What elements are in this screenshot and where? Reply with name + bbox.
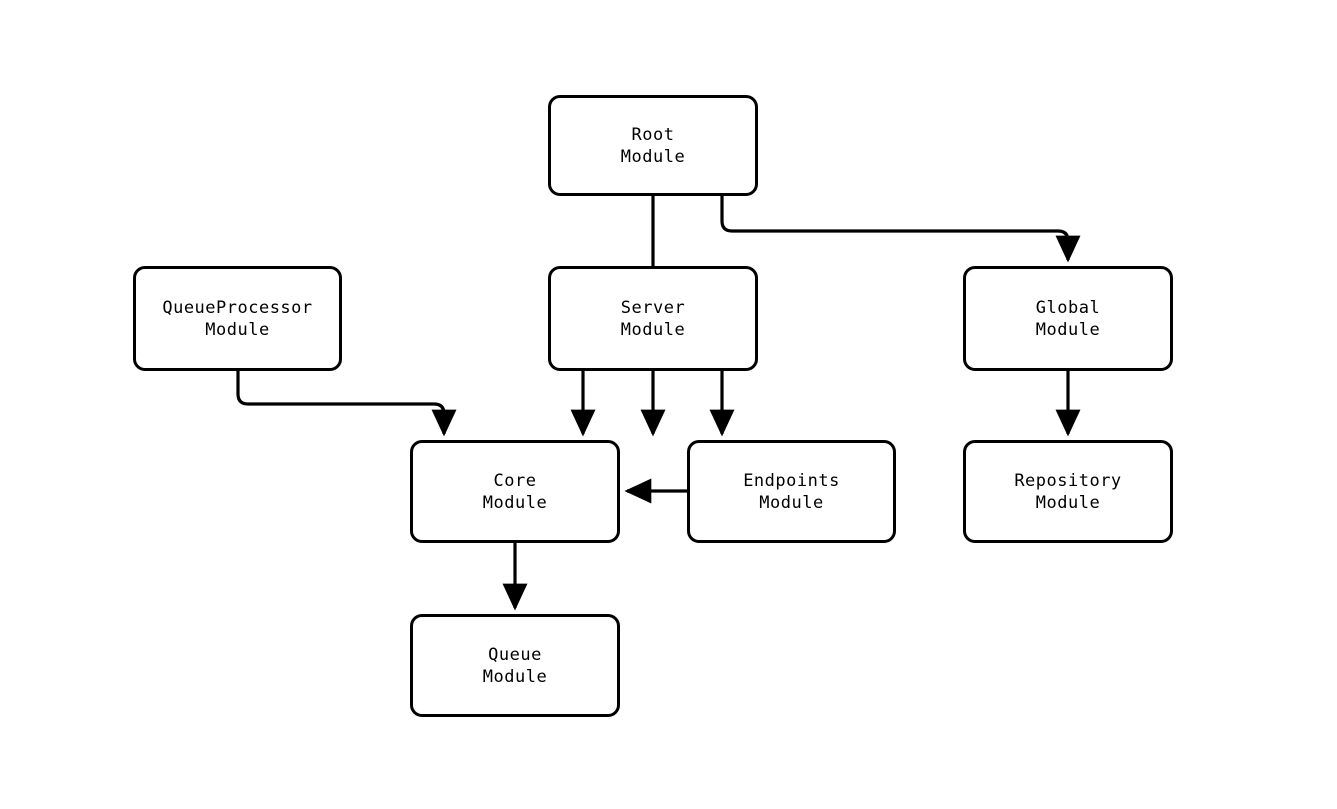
node-label-line2: Module [620, 319, 686, 340]
node-endpoints-module[interactable]: Endpoints Module [687, 440, 896, 543]
node-root-module[interactable]: Root Module [548, 95, 758, 196]
node-label-line1: Server [620, 297, 686, 318]
node-label-line1: Core [493, 470, 537, 491]
node-label-line2: Module [759, 492, 824, 513]
node-repository-module[interactable]: Repository Module [963, 440, 1173, 543]
edge-root-to-global [720, 196, 1081, 263]
node-core-module[interactable]: Core Module [410, 440, 620, 543]
node-label-line1: QueueProcessor [162, 297, 313, 318]
node-label-line2: Module [620, 146, 686, 167]
node-label-line2: Module [1035, 492, 1101, 513]
node-label-line1: Root [631, 124, 675, 145]
node-label-line1: Global [1035, 297, 1101, 318]
node-global-module[interactable]: Global Module [963, 266, 1173, 371]
node-label-line1: Endpoints [743, 470, 840, 491]
node-label-line2: Module [482, 666, 548, 687]
node-label-line2: Module [205, 319, 270, 340]
node-server-module[interactable]: Server Module [548, 266, 758, 371]
node-label-line1: Queue [488, 644, 542, 665]
node-label-line1: Repository [1014, 470, 1122, 491]
node-queue-module[interactable]: Queue Module [410, 614, 620, 717]
edge-queueprocessor-to-core [236, 371, 457, 437]
node-label-line2: Module [1035, 319, 1101, 340]
node-label-line2: Module [482, 492, 548, 513]
node-queueprocessor-module[interactable]: QueueProcessor Module [133, 266, 342, 371]
